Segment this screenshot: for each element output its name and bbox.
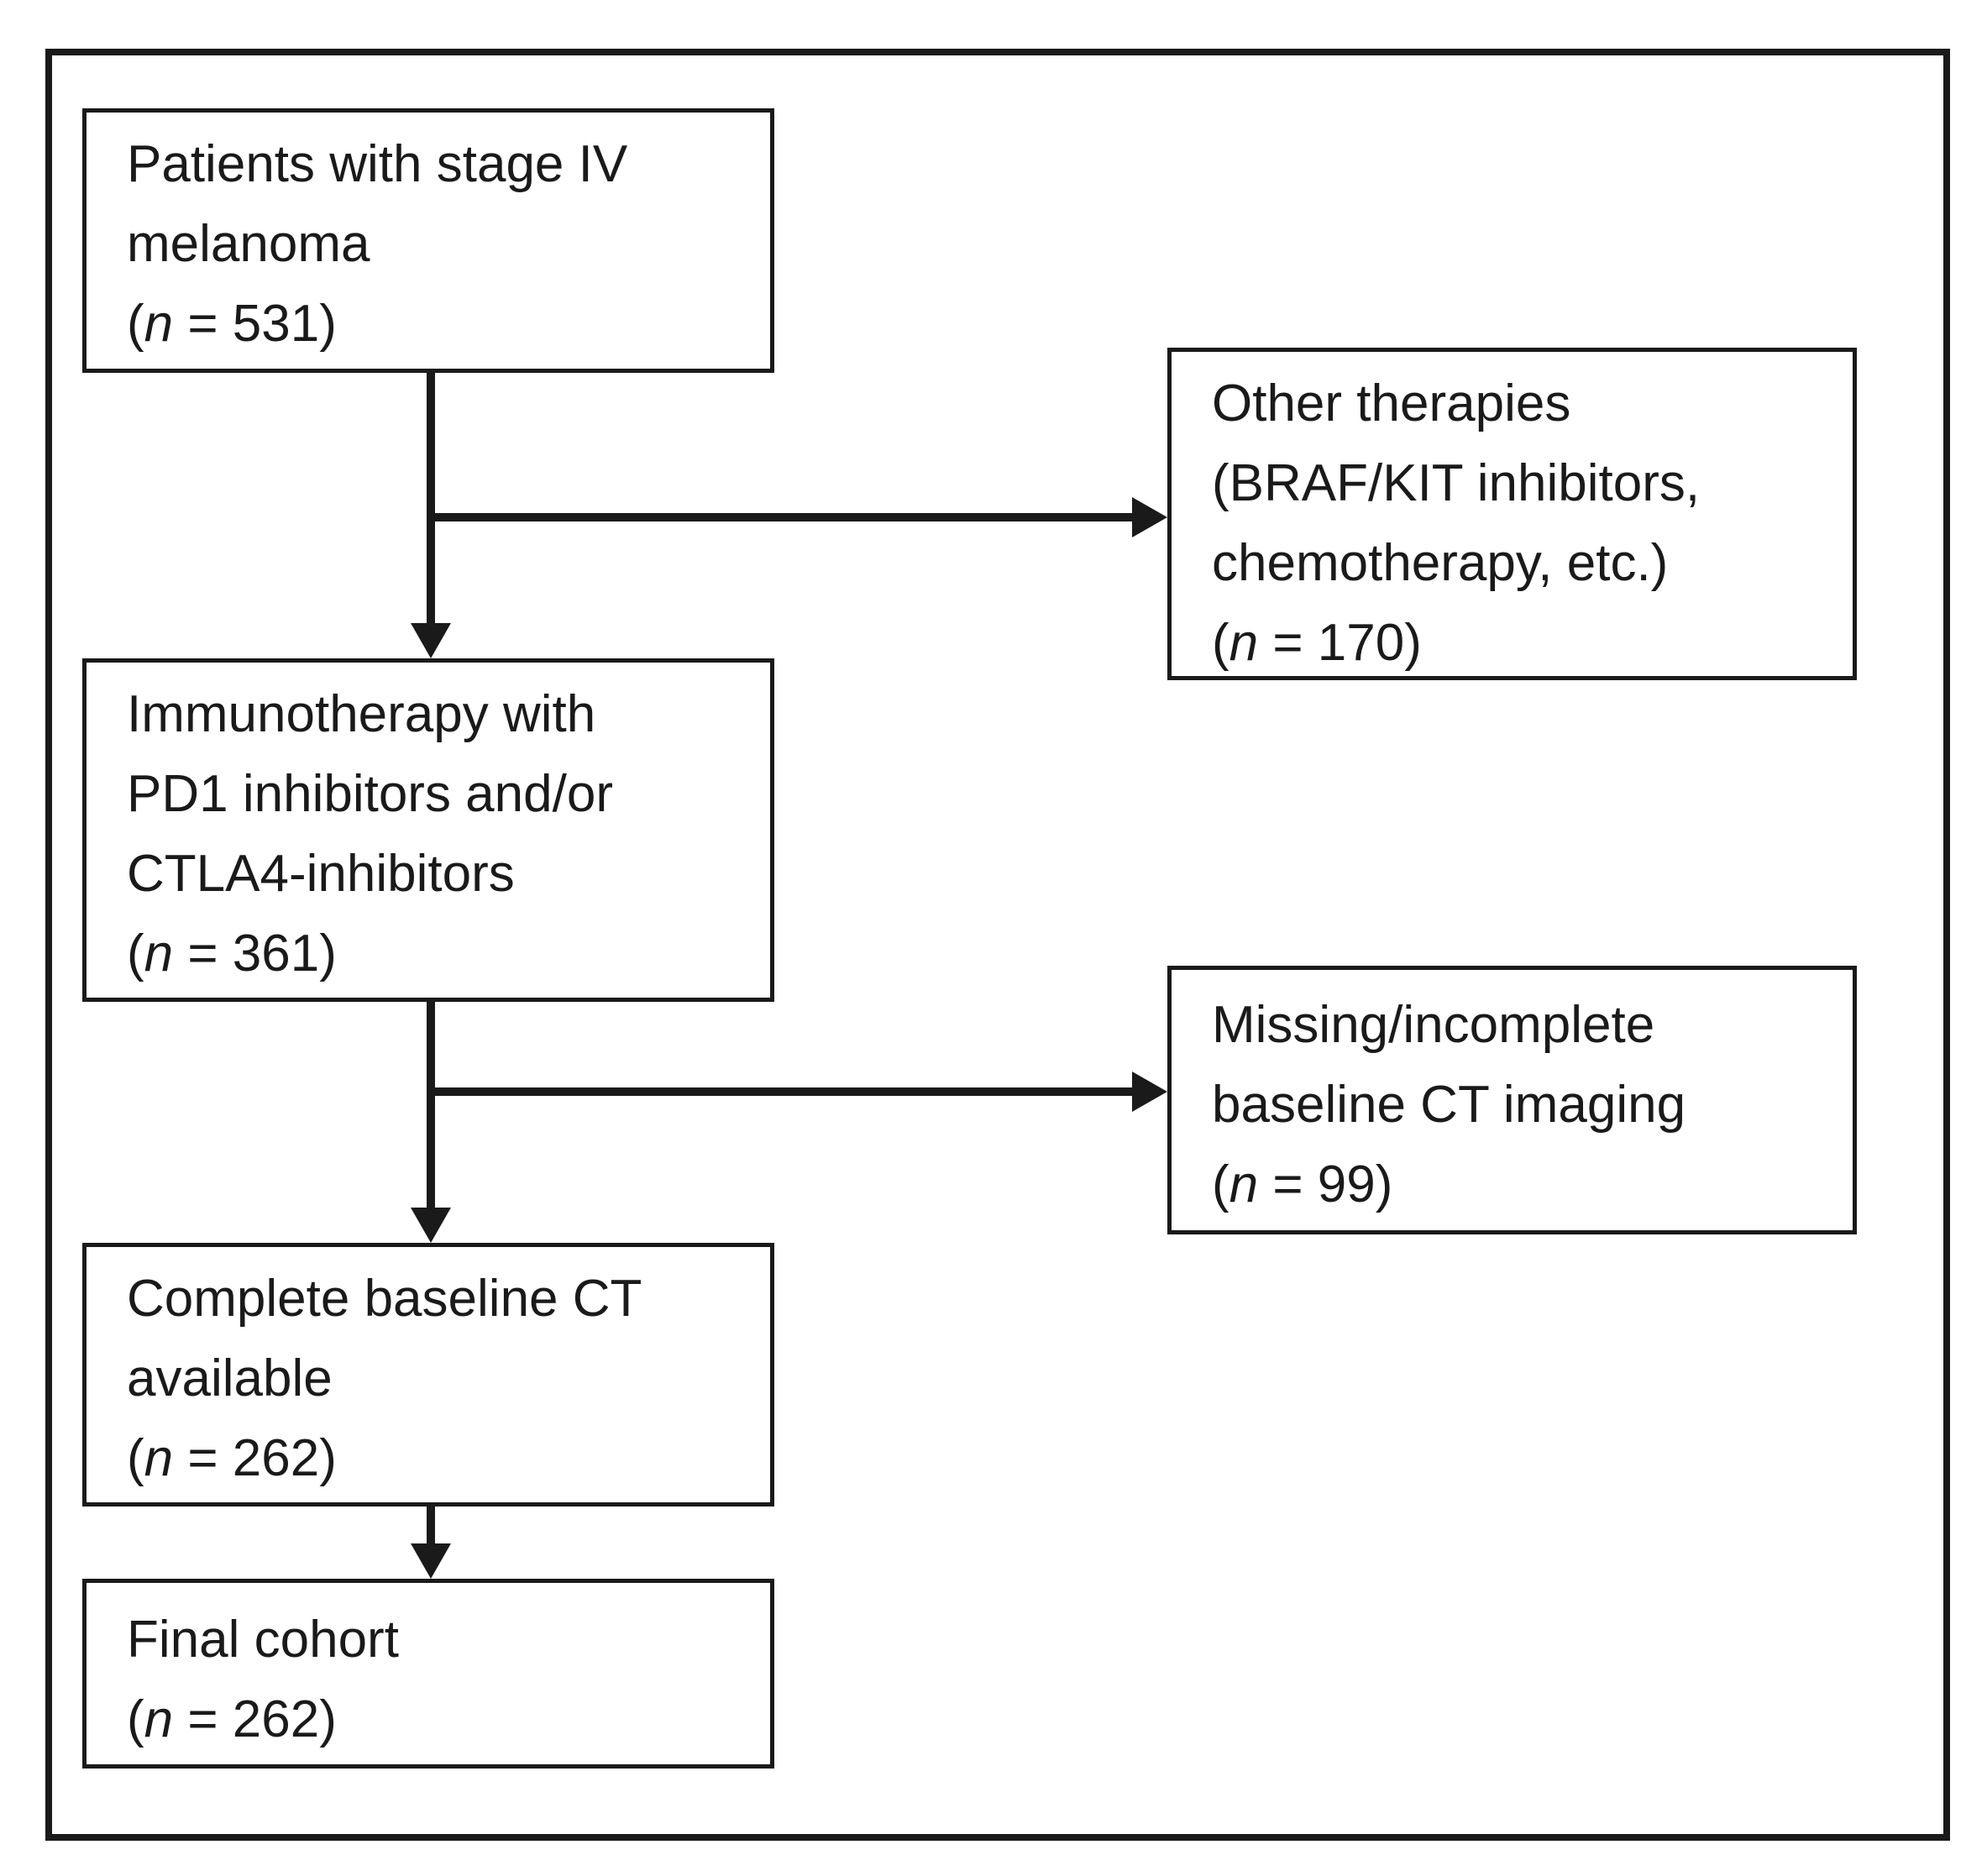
box-text-line: (BRAF/KIT inhibitors,: [1212, 454, 1701, 512]
box-n-count: (n = 99): [1212, 1155, 1393, 1213]
arrowhead-right-other-therapies-icon: [1132, 497, 1167, 537]
arrowhead-down-complete-ct-icon: [411, 1208, 451, 1243]
box-text-line: Final cohort: [127, 1611, 399, 1669]
box-text-line: baseline CT imaging: [1212, 1076, 1686, 1134]
box-n-count: (n = 262): [127, 1690, 337, 1748]
box-n-count: (n = 170): [1212, 614, 1422, 672]
connector-vertical-immuno-to-completect: [427, 1002, 435, 1208]
connector-horizontal-to-other-therapies: [427, 513, 1134, 521]
outer-frame-border: [45, 49, 1950, 1841]
connector-vertical-completect-to-final: [427, 1507, 435, 1543]
box-text-line: Missing/incomplete: [1212, 996, 1655, 1054]
box-n-count: (n = 361): [127, 925, 337, 983]
box-missing-incomplete-ct: Missing/incomplete baseline CT imaging (…: [1167, 966, 1857, 1234]
arrowhead-down-immunotherapy-icon: [411, 623, 451, 658]
box-text-line: melanoma: [127, 215, 370, 273]
box-final-cohort: Final cohort (n = 262): [82, 1579, 774, 1769]
box-n-count: (n = 531): [127, 295, 337, 353]
connector-vertical-stageiv-to-immuno: [427, 373, 435, 623]
box-text-line: available: [127, 1349, 333, 1407]
box-text-line: PD1 inhibitors and/or: [127, 765, 613, 823]
box-text-line: Other therapies: [1212, 375, 1571, 432]
box-text-line: Complete baseline CT: [127, 1270, 642, 1328]
arrowhead-right-missing-ct-icon: [1132, 1072, 1167, 1112]
box-immunotherapy: Immunotherapy with PD1 inhibitors and/or…: [82, 658, 774, 1002]
box-text-line: Immunotherapy with: [127, 685, 596, 743]
arrowhead-down-final-cohort-icon: [411, 1543, 451, 1579]
box-n-count: (n = 262): [127, 1429, 337, 1487]
box-text-line: CTLA4-inhibitors: [127, 845, 515, 903]
box-other-therapies: Other therapies (BRAF/KIT inhibitors, ch…: [1167, 348, 1857, 680]
connector-horizontal-to-missing-ct: [427, 1087, 1134, 1096]
box-text-line: Patients with stage IV: [127, 135, 628, 193]
box-text-line: chemotherapy, etc.): [1212, 534, 1669, 592]
box-complete-baseline-ct: Complete baseline CT available (n = 262): [82, 1243, 774, 1507]
box-stage-iv-melanoma: Patients with stage IV melanoma (n = 531…: [82, 108, 774, 373]
